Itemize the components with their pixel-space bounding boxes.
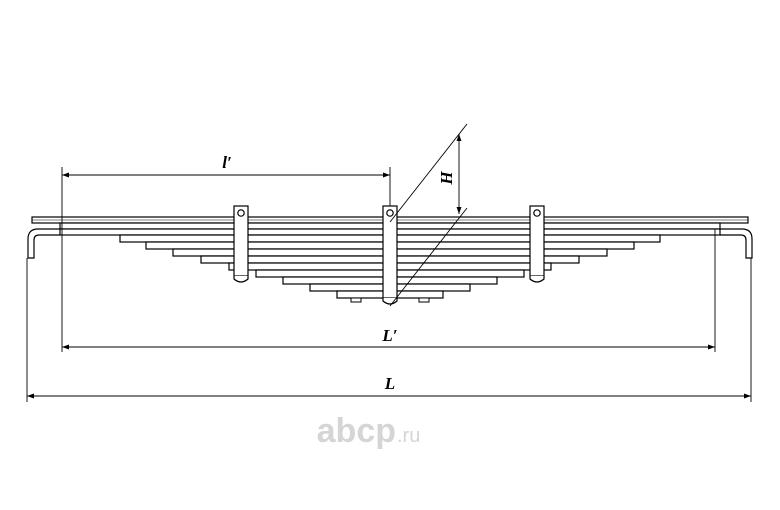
center-nut-right bbox=[418, 297, 430, 303]
left-eye-hook bbox=[27, 228, 60, 259]
label-L-prime: L′ bbox=[381, 326, 397, 345]
watermark-logo: abcp .ru bbox=[317, 412, 421, 450]
dimension-L-prime bbox=[61, 229, 716, 352]
right-clip bbox=[529, 205, 545, 283]
right-eye-hook bbox=[720, 228, 753, 259]
label-H: H bbox=[437, 171, 456, 186]
label-l-prime: l′ bbox=[222, 153, 232, 172]
watermark-tld: .ru bbox=[397, 425, 420, 447]
watermark-name: abcp bbox=[317, 412, 396, 450]
label-L: L bbox=[384, 374, 395, 393]
dimension-H bbox=[389, 123, 468, 307]
center-nut-left bbox=[350, 297, 362, 303]
left-clip bbox=[233, 205, 249, 283]
dimension-L bbox=[26, 258, 752, 402]
center-bolt bbox=[382, 205, 398, 305]
dimension-l-prime bbox=[61, 167, 391, 229]
